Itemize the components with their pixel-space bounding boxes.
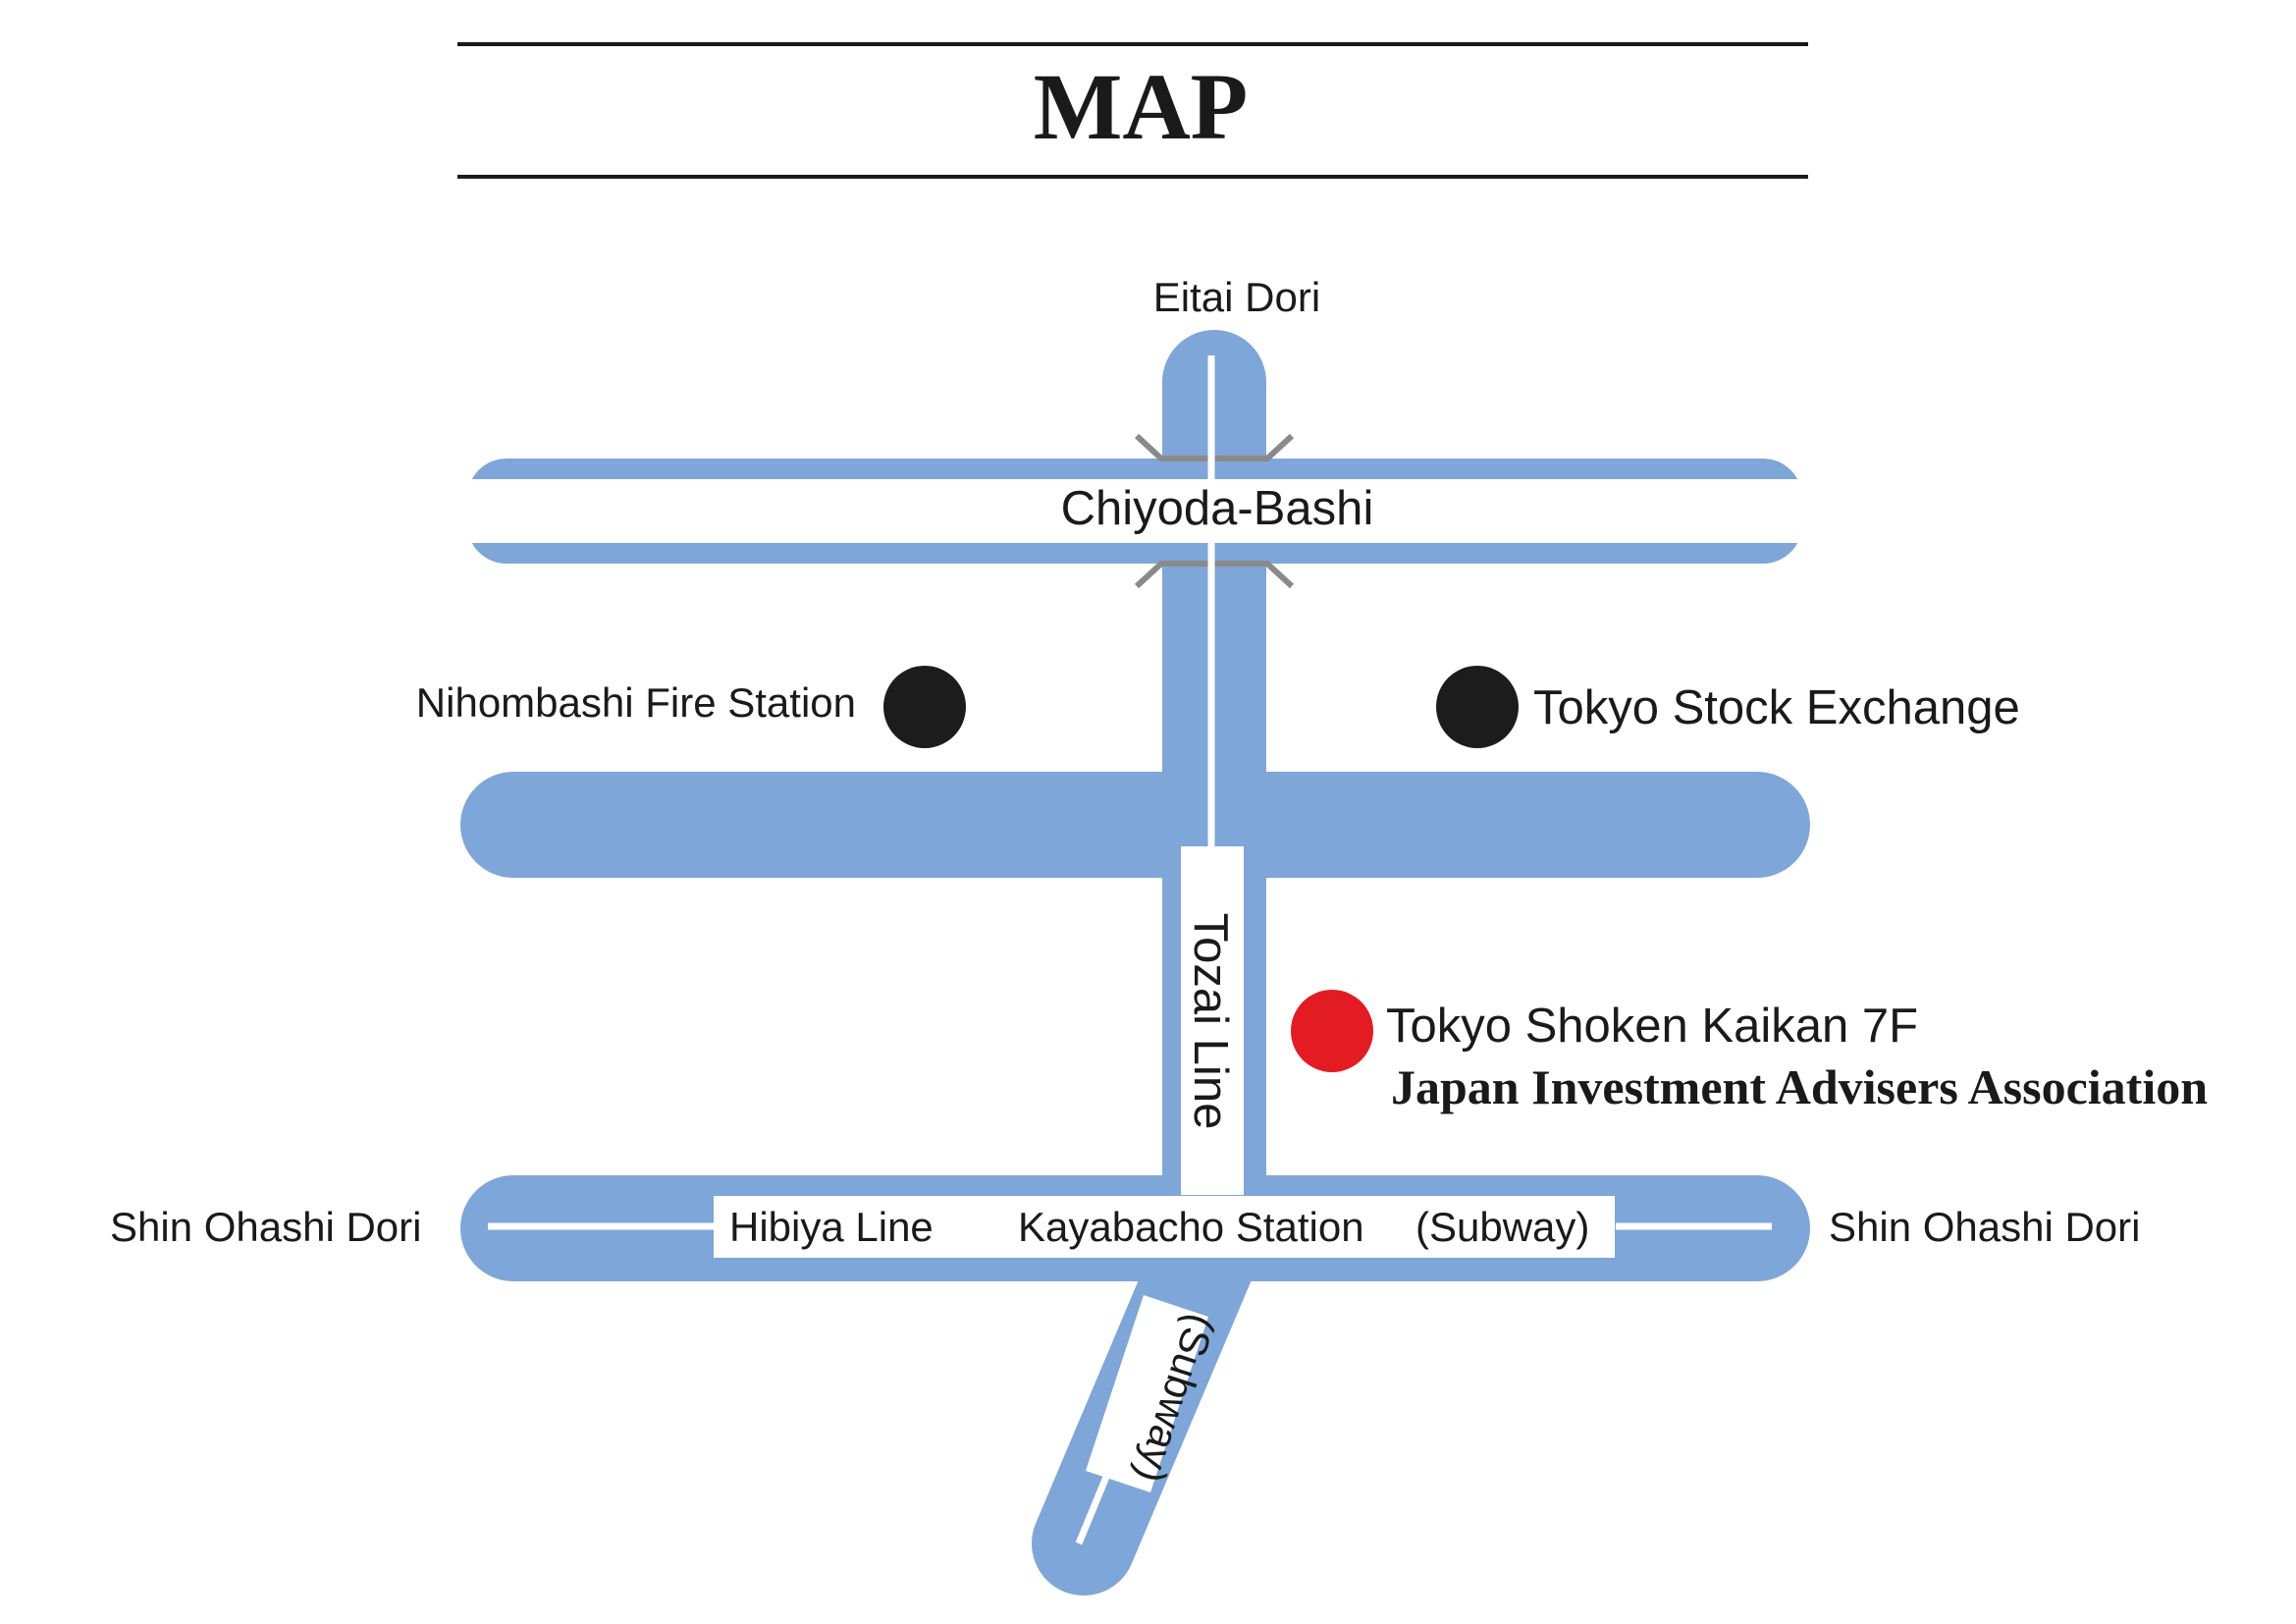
eitai-dori-label: Eitai Dori — [1153, 274, 1320, 320]
chiyoda-bashi-white — [447, 479, 1821, 543]
south-subway-box — [1086, 1295, 1208, 1492]
tozai-line-label: Tozai Line — [1184, 913, 1237, 1130]
fire-station-marker — [883, 666, 966, 748]
chiyoda-bashi-label: Chiyoda-Bashi — [1061, 482, 1374, 535]
stock-exchange-label: Tokyo Stock Exchange — [1533, 681, 2020, 734]
shin-ohashi-dori-left-label: Shin Ohashi Dori — [110, 1204, 421, 1250]
map-title: MAP — [1034, 54, 1249, 159]
kayabacho-station-label: Kayabacho Station — [1018, 1204, 1364, 1250]
destination-building-label: Tokyo Shoken Kaikan 7F — [1386, 1000, 1918, 1053]
tozai-line-box — [1181, 846, 1244, 1195]
south-line-track — [1075, 1463, 1115, 1545]
destination-marker — [1291, 990, 1373, 1072]
subway-east-label: (Subway) — [1415, 1204, 1589, 1250]
middle-road — [460, 772, 1810, 878]
destination-organization-label: Japan Investment Advisers Association — [1391, 1059, 2208, 1114]
hibiya-line-box — [714, 1196, 1615, 1258]
hibiya-line-label: Hibiya Line — [729, 1204, 934, 1250]
stock-exchange-marker — [1436, 666, 1519, 748]
fire-station-label: Nihombashi Fire Station — [416, 679, 856, 726]
shin-ohashi-dori-right-label: Shin Ohashi Dori — [1829, 1204, 2140, 1250]
